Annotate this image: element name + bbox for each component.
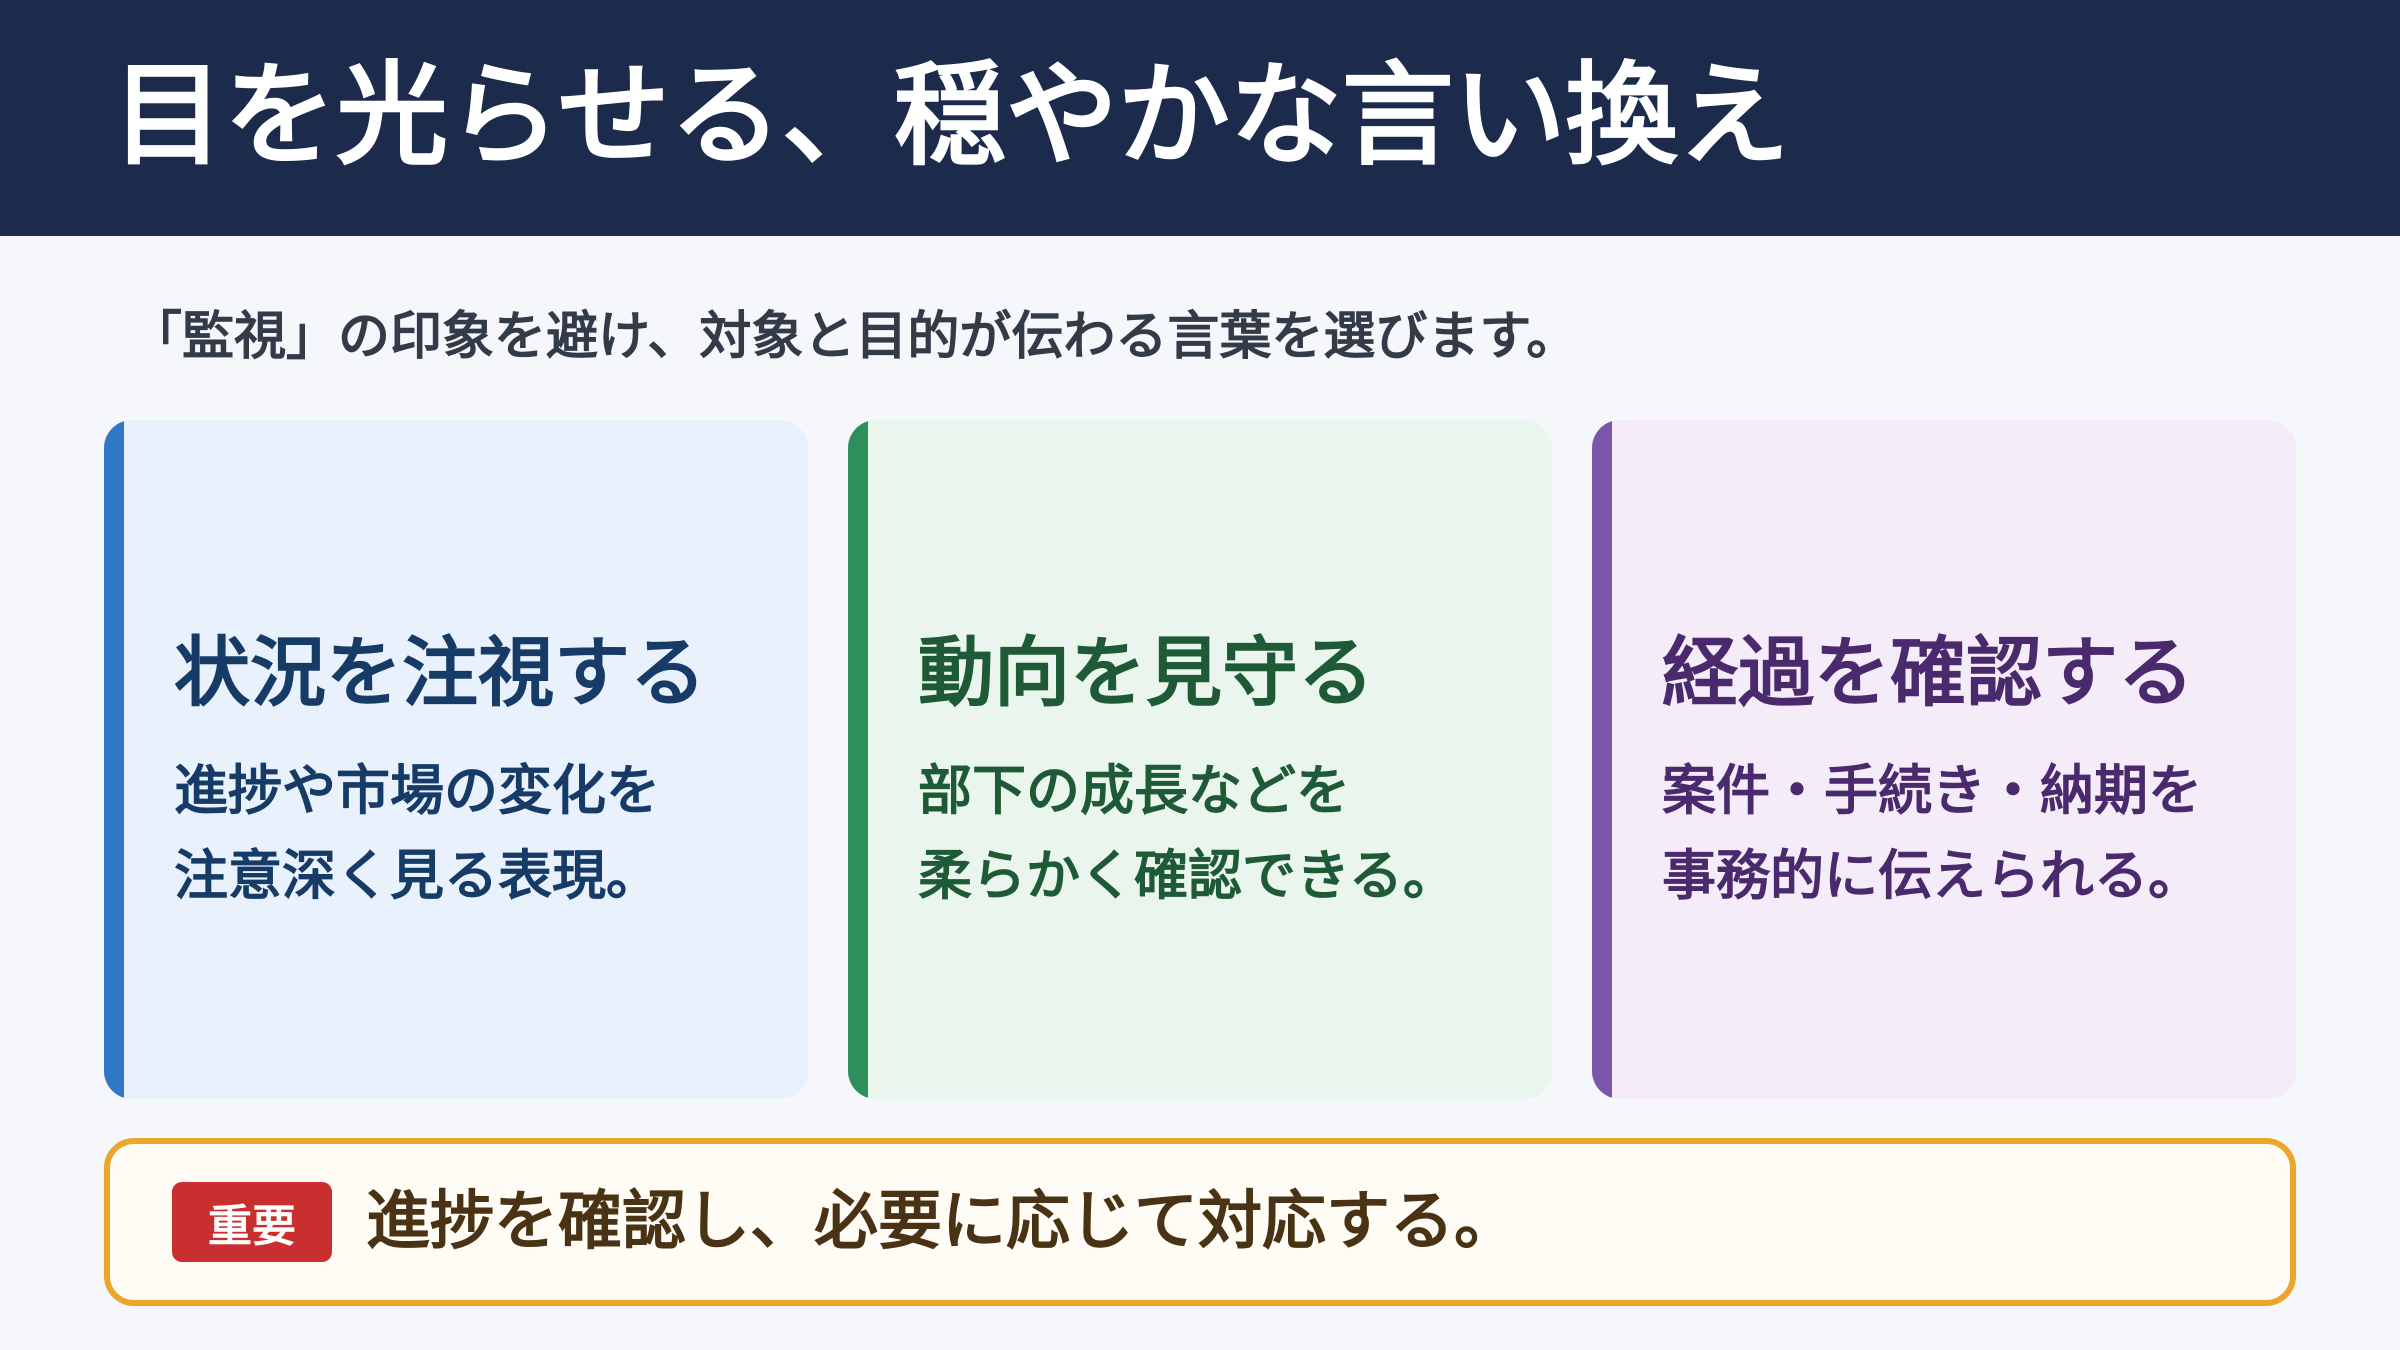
card-description-line: 進捗や市場の変化を	[174, 759, 660, 822]
slide-subtitle: 「監視」の印象を避け、対象と目的が伝わる言葉を選びます。	[130, 307, 1579, 367]
card-description: 進捗や市場の変化を 注意深く見る表現。	[174, 748, 660, 918]
card-description-line: 注意深く見る表現。	[174, 844, 660, 907]
card-watch-over: 動向を見守る 部下の成長などを 柔らかく確認できる。	[848, 420, 1552, 1099]
card-title: 経過を確認する	[1662, 628, 2194, 717]
slide-title: 目を光らせる、穏やかな言い換え	[112, 51, 1790, 181]
important-note-box: 重要 進捗を確認し、必要に応じて対応する。	[104, 1138, 2296, 1306]
card-title: 動向を見守る	[918, 628, 1374, 717]
important-badge: 重要	[172, 1182, 332, 1262]
card-accent-bar	[104, 420, 124, 1099]
card-accent-bar	[1592, 420, 1612, 1099]
card-description-line: 柔らかく確認できる。	[918, 844, 1457, 907]
card-check-progress: 経過を確認する 案件・手続き・納期を 事務的に伝えられる。	[1592, 420, 2296, 1099]
card-title: 状況を注視する	[174, 628, 706, 717]
important-note-text: 進捗を確認し、必要に応じて対応する。	[366, 1185, 1518, 1259]
card-description-line: 事務的に伝えられる。	[1662, 844, 2202, 907]
card-description: 案件・手続き・納期を 事務的に伝えられる。	[1662, 748, 2202, 918]
card-monitor-situation: 状況を注視する 進捗や市場の変化を 注意深く見る表現。	[104, 420, 808, 1099]
card-description: 部下の成長などを 柔らかく確認できる。	[918, 748, 1457, 918]
card-accent-bar	[848, 420, 868, 1099]
card-description-line: 案件・手続き・納期を	[1662, 759, 2202, 822]
card-description-line: 部下の成長などを	[918, 759, 1350, 822]
header-bar: 目を光らせる、穏やかな言い換え	[0, 0, 2400, 236]
